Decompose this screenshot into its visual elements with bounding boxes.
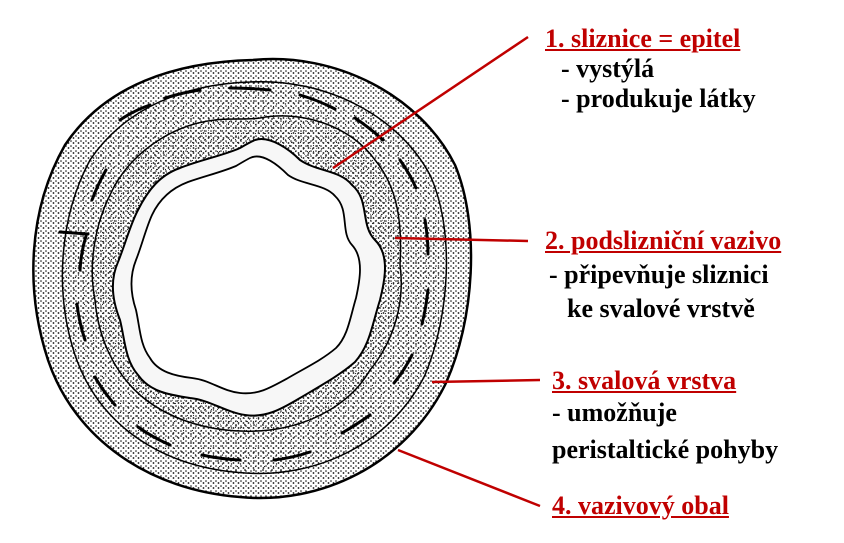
label-serosa-title: 4. vazivový obal bbox=[552, 491, 729, 520]
lumen bbox=[130, 155, 361, 395]
pointer-line-4 bbox=[397, 448, 541, 508]
label-submucosa: 2. podslizniční vazivo - připevňuje sliz… bbox=[545, 226, 781, 324]
label-muscle-title: 3. svalová vrstva bbox=[552, 366, 737, 395]
label-mucosa-title: 1. sliznice = epitel bbox=[545, 24, 741, 53]
label-submucosa-line-2: ke svalové vrstvě bbox=[567, 294, 755, 323]
label-mucosa-line-1: - vystýlá bbox=[561, 54, 655, 83]
label-muscle-line-2: peristaltické pohyby bbox=[552, 435, 779, 464]
muscle-fibers bbox=[58, 86, 430, 462]
pointer-lines bbox=[332, 35, 541, 508]
label-mucosa: 1. sliznice = epitel - vystýlá - produku… bbox=[545, 24, 756, 114]
pointer-line-1 bbox=[332, 35, 529, 170]
label-submucosa-title: 2. podslizniční vazivo bbox=[545, 226, 782, 255]
label-muscle: 3. svalová vrstva - umožňuje peristaltic… bbox=[552, 366, 778, 465]
label-submucosa-line-1: - připevňuje sliznici bbox=[549, 260, 769, 289]
tube-wall bbox=[32, 57, 473, 500]
label-mucosa-line-2: - produkuje látky bbox=[561, 84, 756, 113]
label-serosa: 4. vazivový obal bbox=[552, 491, 729, 521]
pointer-line-3 bbox=[431, 378, 541, 384]
pointer-line-2 bbox=[394, 236, 529, 243]
label-muscle-line-1: - umožňuje bbox=[552, 398, 677, 427]
